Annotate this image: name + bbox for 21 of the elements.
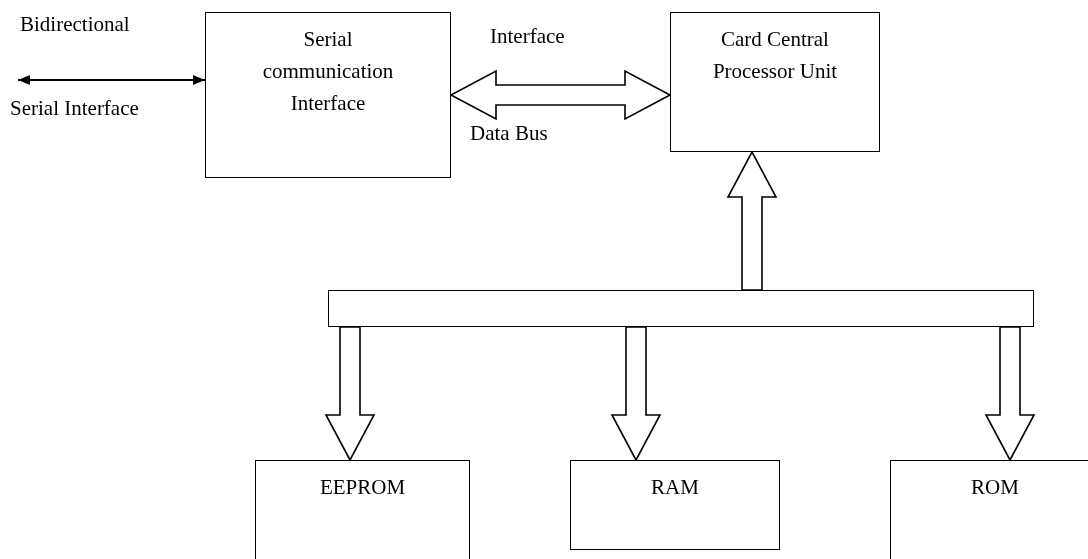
box-label: Serial communication Interface	[261, 26, 395, 117]
memory-box	[570, 460, 780, 550]
arrow	[17, 75, 206, 85]
annotation-label: Bidirectional	[20, 12, 130, 37]
memory-box	[890, 460, 1088, 559]
memory-box	[255, 460, 470, 559]
block-arrow	[610, 326, 662, 462]
box-label: EEPROM	[318, 474, 407, 501]
block-arrow	[984, 326, 1036, 462]
annotation-label: Serial Interface	[10, 96, 139, 121]
block-arrow	[726, 150, 778, 291]
bus-bar	[328, 290, 1034, 327]
box-label: RAM	[650, 474, 700, 501]
annotation-label: Interface	[490, 24, 565, 49]
box-label: ROM	[970, 474, 1020, 501]
processor-box	[670, 12, 880, 152]
annotation-label: Data Bus	[470, 121, 548, 146]
block-arrow	[449, 69, 672, 121]
box-label: Card Central Processor Unit	[711, 26, 839, 85]
process-box	[205, 12, 451, 178]
block-arrow	[324, 326, 376, 462]
